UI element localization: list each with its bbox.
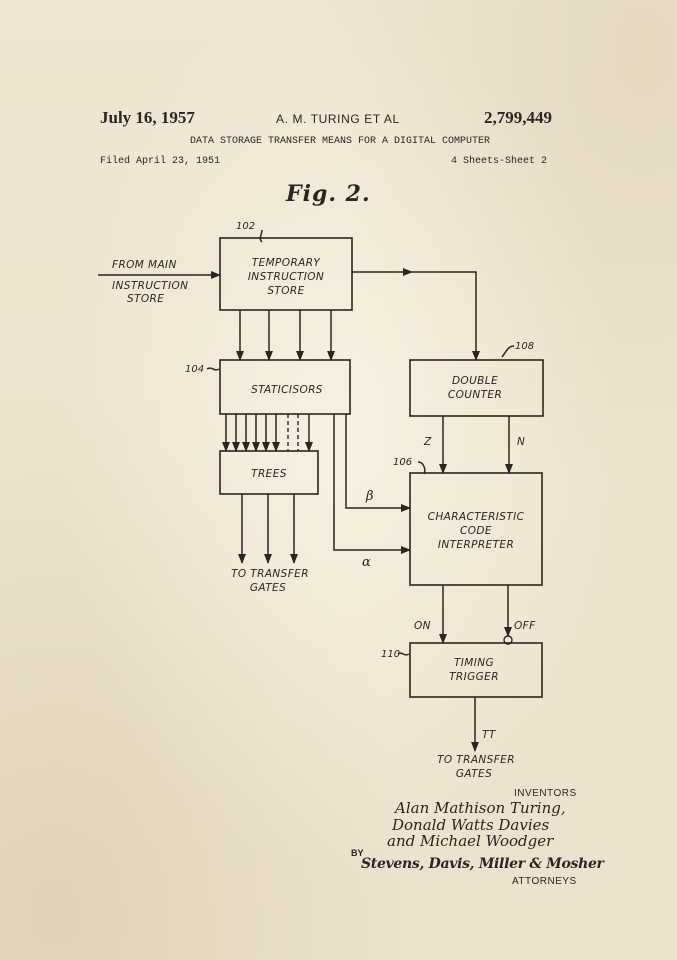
trees-output-arrows (238, 494, 298, 564)
tt-label: TT (482, 729, 497, 741)
characteristic-code-interpreter-block (409, 461, 543, 586)
ref-108: 108 (515, 341, 534, 352)
alpha-signal-line (333, 414, 411, 554)
beta-label: β (365, 489, 374, 504)
trees-label: TREES (251, 468, 287, 480)
trees-output-line2: GATES (250, 582, 286, 594)
z-n-arrows (439, 416, 513, 474)
inventor-signature-3: and Michael Woodger (387, 832, 554, 850)
interpreter-line1: CHARACTERISTIC (428, 511, 525, 523)
ref-104: 104 (185, 364, 204, 375)
on-off-arrows (439, 585, 513, 645)
by-label: BY (351, 848, 364, 858)
input-label-line2: INSTRUCTION (112, 280, 188, 292)
double-counter-block (409, 345, 544, 417)
off-label: OFF (514, 620, 536, 632)
ref-102: 102 (236, 221, 255, 232)
temp-store-line3: STORE (267, 285, 304, 297)
staticisors-block (206, 359, 351, 415)
double-counter-line1: DOUBLE (452, 375, 498, 387)
inventor-signature-2: Donald Watts Davies (392, 816, 550, 834)
on-label: ON (414, 620, 431, 632)
store-to-counter-arrow (352, 268, 480, 361)
inventor-signature-1: Alan Mathison Turing, (395, 799, 566, 817)
interpreter-line3: INTERPRETER (438, 539, 514, 551)
figure-label: Fig. 2. (286, 181, 371, 207)
patent-number: 2,799,449 (484, 108, 552, 127)
interpreter-line2: CODE (460, 525, 492, 537)
alpha-label: α (362, 555, 371, 570)
input-label-line1: FROM MAIN (112, 259, 177, 271)
attorney-firm-signature: Stevens, Davis, Miller & Mosher (361, 856, 604, 872)
timing-trigger-line2: TRIGGER (449, 671, 499, 683)
temporary-instruction-store-block (219, 229, 353, 311)
z-label: Z (423, 436, 432, 448)
attorneys-label: ATTORNEYS (512, 876, 577, 887)
trees-block (219, 450, 319, 495)
staticisors-label: STATICISORS (251, 384, 323, 396)
timing-trigger-line1: TIMING (454, 657, 494, 669)
inventors-label: INVENTORS (514, 788, 577, 799)
ref-106: 106 (393, 457, 412, 468)
patent-inventors: A. M. TURING ET AL (276, 112, 400, 126)
trigger-output-line2: GATES (456, 768, 492, 780)
trees-output-line1: TO TRANSFER (231, 568, 309, 580)
n-label: N (517, 436, 525, 448)
temp-store-line1: TEMPORARY (252, 257, 322, 269)
staticisors-to-trees-arrows (222, 414, 313, 452)
filed-date: Filed April 23, 1951 (100, 156, 221, 167)
store-to-staticisors-arrows (236, 310, 335, 361)
sheet-number: 4 Sheets-Sheet 2 (451, 156, 548, 167)
patent-date: July 16, 1957 (100, 108, 195, 127)
patent-title: DATA STORAGE TRANSFER MEANS FOR A DIGITA… (190, 136, 491, 147)
ref-110: 110 (381, 649, 400, 660)
double-counter-line2: COUNTER (448, 389, 502, 401)
timing-trigger-block (397, 642, 543, 698)
temp-store-line2: INSTRUCTION (248, 271, 324, 283)
trigger-output-line1: TO TRANSFER (437, 754, 515, 766)
input-label-line3: STORE (127, 293, 164, 305)
beta-signal-line (345, 414, 411, 512)
